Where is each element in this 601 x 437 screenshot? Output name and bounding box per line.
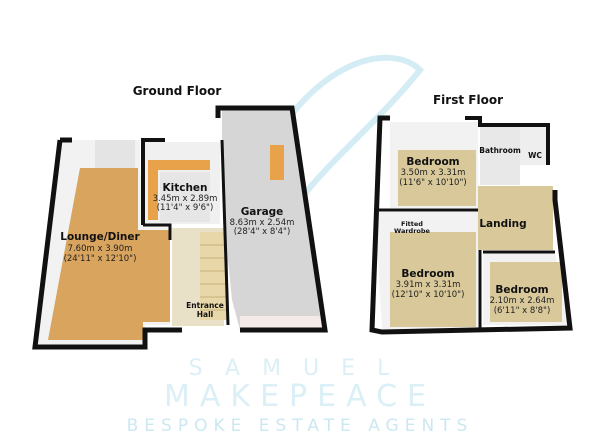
bedroom1-metric: 3.50m x 3.31m bbox=[401, 168, 466, 178]
garage-metric: 8.63m x 2.54m bbox=[230, 218, 295, 228]
bedroom1-floor bbox=[398, 150, 476, 206]
lounge-imperial: (24'11" x 12'10") bbox=[64, 254, 137, 264]
bedroom2-metric: 3.91m x 3.31m bbox=[396, 280, 461, 290]
bedroom2-label: Bedroom bbox=[401, 268, 454, 280]
bedroom1-imperial: (11'6" x 10'10") bbox=[399, 178, 466, 188]
first-floor: First Floor Bedroom 3.50m x 3.31m (11'6"… bbox=[369, 93, 573, 335]
kitchen-imperial: (11'4" x 9'6") bbox=[157, 203, 214, 213]
lounge-outer-wall bbox=[32, 139, 182, 350]
watermark-logo bbox=[247, 54, 425, 202]
garage-workbench bbox=[270, 145, 284, 180]
bedroom3-metric: 2.10m x 2.64m bbox=[490, 296, 555, 306]
wc-floor bbox=[520, 125, 548, 165]
wardrobe-label-1: Fitted bbox=[401, 220, 423, 228]
garage-outer-wall bbox=[215, 105, 328, 333]
staircase bbox=[200, 232, 228, 320]
bedroom2-floor bbox=[390, 232, 476, 327]
garage-label: Garage bbox=[241, 206, 284, 218]
first-floor-title: First Floor bbox=[433, 93, 503, 107]
ground-floor: Ground Floor Lounge/Diner 7.60m x 3.90m … bbox=[32, 84, 328, 350]
landing-label: Landing bbox=[479, 218, 526, 230]
garage-floor bbox=[222, 110, 322, 330]
lounge-wardrobe bbox=[95, 140, 135, 168]
watermark-line2: MAKEPEACE bbox=[164, 379, 436, 414]
bathroom-label: Bathroom bbox=[479, 146, 521, 155]
kitchen-wall bbox=[141, 138, 165, 225]
kitchen-units bbox=[148, 160, 210, 220]
wc-label: WC bbox=[528, 151, 542, 160]
garage-imperial: (28'4" x 8'4") bbox=[234, 227, 291, 237]
entrance-label-2: Hall bbox=[197, 310, 213, 319]
watermark-tagline: BESPOKE ESTATE AGENTS bbox=[127, 416, 474, 436]
bedroom3-imperial: (6'11" x 8'8") bbox=[494, 306, 551, 316]
bedroom3-label: Bedroom bbox=[495, 284, 548, 296]
watermark-line1: SAMUEL bbox=[189, 356, 412, 381]
bedroom2-imperial: (12'10" x 10'10") bbox=[392, 290, 465, 300]
entrance-label-1: Entrance bbox=[186, 301, 224, 310]
ground-floor-title: Ground Floor bbox=[133, 84, 222, 98]
bedroom3-floor bbox=[490, 262, 562, 322]
landing-floor bbox=[478, 186, 553, 250]
lounge-metric: 7.60m x 3.90m bbox=[68, 244, 133, 254]
lounge-floor bbox=[48, 168, 170, 340]
kitchen-metric: 3.45m x 2.89m bbox=[153, 194, 218, 204]
bedroom1-label: Bedroom bbox=[406, 156, 459, 168]
lounge-label: Lounge/Diner bbox=[60, 231, 140, 243]
first-floor-outer-wall bbox=[369, 115, 573, 335]
kitchen-label: Kitchen bbox=[162, 182, 207, 194]
first-floor-top-wall bbox=[465, 116, 550, 165]
wardrobe-label-2: Wardrobe bbox=[394, 227, 431, 235]
kitchen-wall bbox=[143, 223, 172, 240]
garage-inner-wall bbox=[220, 139, 230, 326]
bathroom-floor bbox=[480, 125, 520, 185]
watermark bbox=[247, 54, 425, 202]
kitchen-tiles bbox=[160, 172, 210, 222]
